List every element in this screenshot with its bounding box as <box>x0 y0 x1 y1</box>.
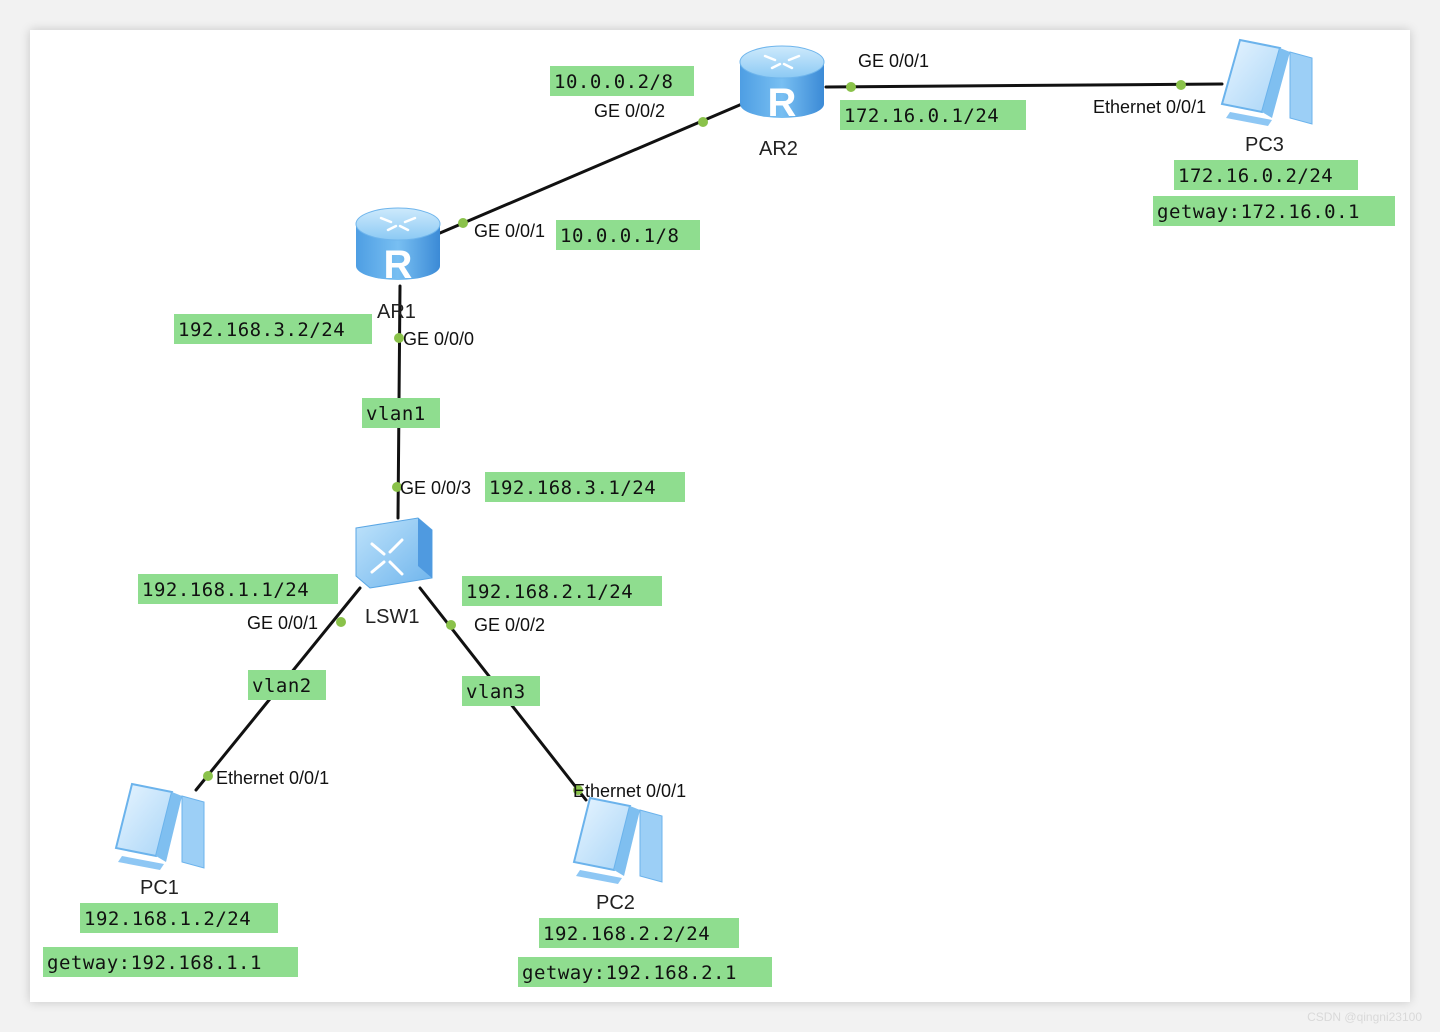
tag-pc3-gw: getway:172.16.0.1 <box>1153 196 1395 226</box>
svg-text:192.168.2.1/24: 192.168.2.1/24 <box>466 581 633 603</box>
svg-text:R: R <box>384 243 413 287</box>
port-dot-lsw1-ge003 <box>392 482 402 492</box>
tag-ar2-ge001-ip: 172.16.0.1/24 <box>840 100 1026 130</box>
tag-pc1-ip: 192.168.1.2/24 <box>80 903 278 933</box>
pc-icon-pc2[interactable] <box>572 796 663 884</box>
tag-lsw1-vlan3-ip: 192.168.2.1/24 <box>462 576 662 606</box>
port-label-lsw1-ge003: GE 0/0/3 <box>400 478 471 498</box>
svg-text:192.168.2.2/24: 192.168.2.2/24 <box>543 923 710 945</box>
port-dot-pc2-eth <box>573 785 583 795</box>
port-label-pc2-eth: Ethernet 0/0/1 <box>573 781 686 801</box>
port-dot-pc1-eth <box>203 771 213 781</box>
port-dot-ar2-ge002 <box>698 117 708 127</box>
device-label-pc1: PC1 <box>140 877 179 899</box>
tag-ar1-ge001-ip: 10.0.0.1/8 <box>556 220 700 250</box>
svg-text:R: R <box>768 81 797 125</box>
port-label-lsw1-ge001: GE 0/0/1 <box>247 613 318 633</box>
tag-vlan1: vlan1 <box>362 398 440 428</box>
port-dot-ar2-ge001 <box>846 82 856 92</box>
tag-ar2-ge002-ip: 10.0.0.2/8 <box>550 66 694 96</box>
tag-vlan3: vlan3 <box>462 676 540 706</box>
tag-pc2-ip: 192.168.2.2/24 <box>539 918 739 948</box>
pc-icon-pc3[interactable] <box>1220 38 1313 126</box>
svg-text:192.168.3.2/24: 192.168.3.2/24 <box>178 319 345 341</box>
device-label-ar1: AR1 <box>377 301 416 323</box>
device-label-pc2: PC2 <box>596 892 635 914</box>
device-label-lsw1: LSW1 <box>365 606 419 628</box>
port-label-pc1-eth: Ethernet 0/0/1 <box>216 768 329 788</box>
tag-lsw1-vlan2-ip: 192.168.1.1/24 <box>138 574 338 604</box>
tag-pc3-ip: 172.16.0.2/24 <box>1174 160 1358 190</box>
svg-text:getway:192.168.1.1: getway:192.168.1.1 <box>47 952 262 974</box>
port-dot-ar1-ge000 <box>394 333 404 343</box>
diagram-canvas <box>30 30 1410 1002</box>
svg-text:172.16.0.1/24: 172.16.0.1/24 <box>844 105 999 127</box>
router-icon-ar1[interactable]: R <box>355 207 441 287</box>
svg-text:192.168.1.1/24: 192.168.1.1/24 <box>142 579 309 601</box>
svg-text:getway:192.168.2.1: getway:192.168.2.1 <box>522 962 737 984</box>
watermark: CSDN @qingni23100 <box>1307 1010 1422 1024</box>
svg-text:vlan2: vlan2 <box>252 675 312 697</box>
tag-vlan2: vlan2 <box>248 670 326 700</box>
port-dot-pc3-eth <box>1176 80 1186 90</box>
svg-text:10.0.0.2/8: 10.0.0.2/8 <box>554 71 673 93</box>
svg-text:10.0.0.1/8: 10.0.0.1/8 <box>560 225 679 247</box>
port-label-ar2-ge002: GE 0/0/2 <box>594 101 665 121</box>
svg-text:vlan3: vlan3 <box>466 681 526 703</box>
tag-pc2-gw: getway:192.168.2.1 <box>518 957 772 987</box>
svg-text:192.168.3.1/24: 192.168.3.1/24 <box>489 477 656 499</box>
tag-lsw1-ge003-ip: 192.168.3.1/24 <box>485 472 685 502</box>
port-label-pc3-eth: Ethernet 0/0/1 <box>1093 97 1206 117</box>
port-dot-lsw1-ge001 <box>336 617 346 627</box>
svg-text:vlan1: vlan1 <box>366 403 426 425</box>
port-dot-lsw1-ge002 <box>446 620 456 630</box>
link-ar2-pc3 <box>824 82 1224 89</box>
device-label-ar2: AR2 <box>759 138 798 160</box>
router-icon-ar2[interactable]: R <box>739 45 825 125</box>
port-dot-ar1-ge001 <box>458 218 468 228</box>
port-label-ar1-ge001: GE 0/0/1 <box>474 221 545 241</box>
port-label-ar1-ge000: GE 0/0/0 <box>403 329 474 349</box>
pc-icon-pc1[interactable] <box>114 782 205 870</box>
port-label-lsw1-ge002: GE 0/0/2 <box>474 615 545 635</box>
tag-pc1-gw: getway:192.168.1.1 <box>43 947 298 977</box>
svg-text:getway:172.16.0.1: getway:172.16.0.1 <box>1157 201 1360 223</box>
tag-ar1-ge000-ip: 192.168.3.2/24 <box>174 314 372 344</box>
device-label-pc3: PC3 <box>1245 134 1284 156</box>
link-ar1-ar2 <box>438 102 744 235</box>
svg-text:172.16.0.2/24: 172.16.0.2/24 <box>1178 165 1333 187</box>
switch-icon-lsw1[interactable] <box>355 517 433 589</box>
svg-text:192.168.1.2/24: 192.168.1.2/24 <box>84 908 251 930</box>
port-label-ar2-ge001: GE 0/0/1 <box>858 51 929 71</box>
